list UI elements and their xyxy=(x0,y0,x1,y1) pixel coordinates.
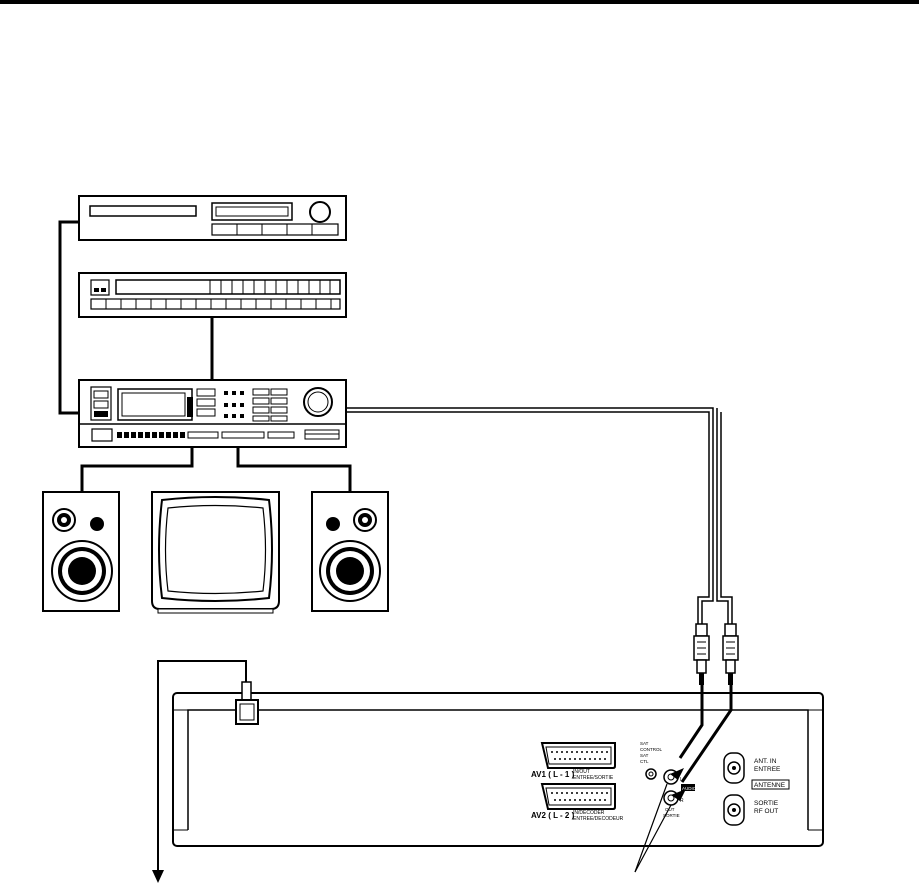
sat-control-label-4: CTL xyxy=(640,759,649,764)
rf-out-socket xyxy=(724,795,744,825)
sat-control-label-3: SAT xyxy=(640,753,649,758)
amplifier xyxy=(79,380,346,447)
ant-in-label-1: ANT. IN xyxy=(754,758,777,765)
antenna-label: ANTENNE xyxy=(754,782,786,789)
av1-sublabel-2: ENTREE/SORTIE xyxy=(573,775,614,781)
rca-plug-left xyxy=(694,624,709,685)
right-speaker xyxy=(312,492,388,611)
av1-label: AV1 ( L - 1 ) xyxy=(531,770,575,779)
audio-cable xyxy=(346,408,732,624)
television xyxy=(152,492,279,613)
component-wiring xyxy=(60,222,350,492)
sat-control-jack xyxy=(646,769,656,779)
rca-plug-right xyxy=(723,624,738,685)
sat-control-label-1: SAT xyxy=(640,741,649,746)
av2-scart-connector xyxy=(542,784,615,809)
top-rule xyxy=(0,0,919,4)
left-speaker xyxy=(43,492,119,611)
equalizer xyxy=(79,273,346,317)
av1-scart-connector xyxy=(542,743,615,768)
tuner xyxy=(79,196,346,240)
av2-sublabel-2: ENTREE/DECODEUR xyxy=(573,816,624,822)
rf-out-label-2: RF OUT xyxy=(754,808,778,815)
tuning-knob xyxy=(310,202,330,222)
arrow-down-icon xyxy=(152,870,164,883)
rf-out-label-1: SORTIE xyxy=(754,800,779,807)
sat-control-label-2: CONTROL xyxy=(640,747,662,752)
ant-in-label-2: ENTREE xyxy=(754,766,781,773)
ant-in-socket xyxy=(724,753,744,783)
av2-label: AV2 ( L - 2 ) xyxy=(531,811,575,820)
